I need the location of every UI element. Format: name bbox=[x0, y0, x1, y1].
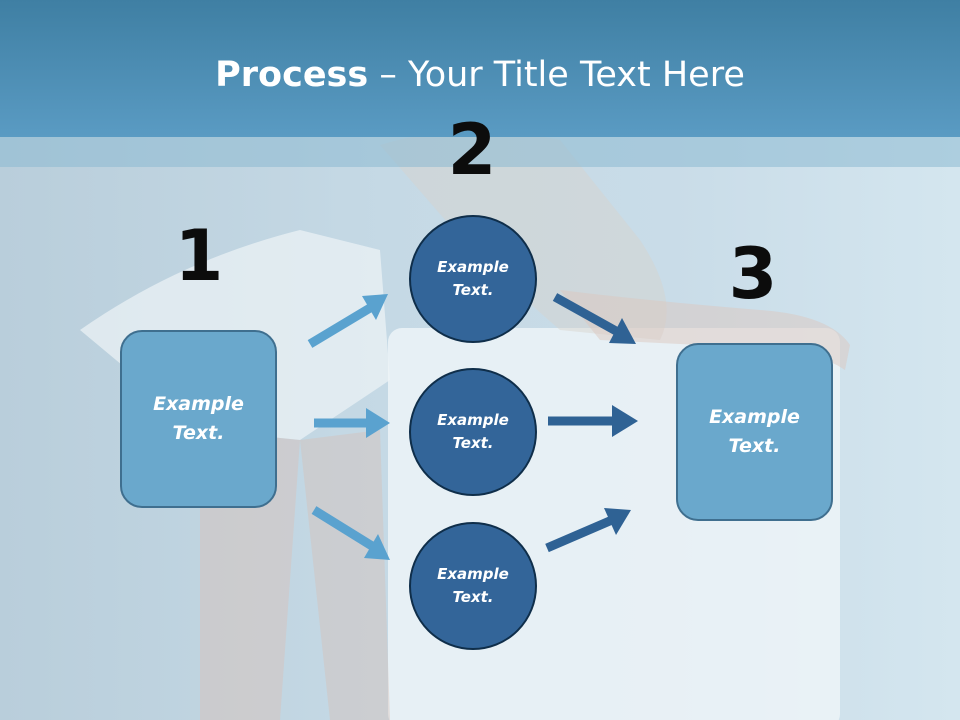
circle-middle-label: Example Text. bbox=[437, 411, 509, 452]
arrow-box-to-circle-top bbox=[307, 294, 388, 348]
arrow-circle-top-to-box bbox=[552, 293, 636, 344]
title-bold: Process bbox=[215, 55, 369, 95]
header-strip bbox=[0, 137, 960, 167]
slide-title: Process – Your Title Text Here bbox=[0, 52, 960, 98]
step-2-circle-middle[interactable]: Example Text. bbox=[409, 368, 537, 496]
step-2-circle-bottom[interactable]: Example Text. bbox=[409, 522, 537, 650]
circle-bottom-label: Example Text. bbox=[437, 565, 509, 606]
step-number-1: 1 bbox=[174, 215, 224, 297]
arrow-box-to-circle-middle bbox=[314, 408, 390, 438]
arrow-circle-bottom-to-box bbox=[545, 508, 631, 553]
step-1-box[interactable]: Example Text. bbox=[120, 330, 277, 508]
arrow-box-to-circle-bottom bbox=[311, 506, 390, 560]
step-3-label: Example Text. bbox=[709, 406, 800, 457]
step-2-circle-top[interactable]: Example Text. bbox=[409, 215, 537, 343]
step-3-box[interactable]: Example Text. bbox=[676, 343, 833, 521]
step-number-2: 2 bbox=[447, 109, 497, 191]
circle-top-label: Example Text. bbox=[437, 258, 509, 299]
header-bar bbox=[0, 0, 960, 137]
step-1-label: Example Text. bbox=[153, 393, 244, 444]
arrow-circle-middle-to-box bbox=[548, 405, 638, 437]
title-rest: – Your Title Text Here bbox=[368, 55, 745, 95]
step-number-3: 3 bbox=[728, 233, 778, 315]
